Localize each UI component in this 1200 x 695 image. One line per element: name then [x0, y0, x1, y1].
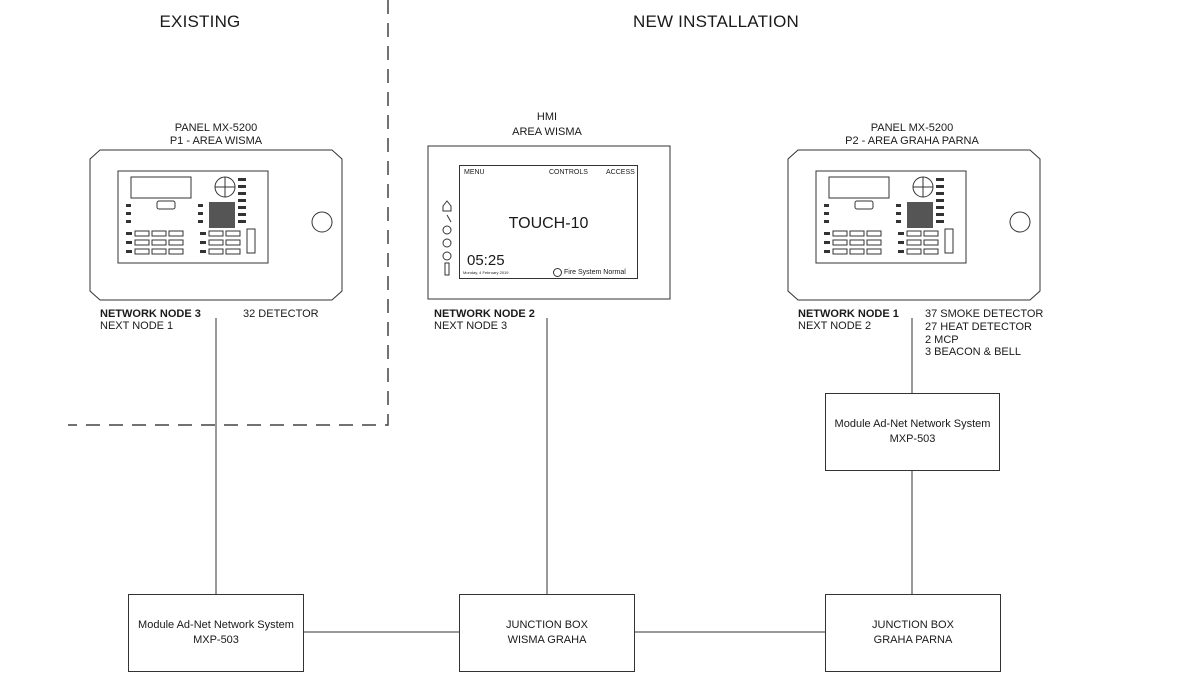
hmi-controls-label: CONTROLS [549, 169, 588, 176]
p2-device-1: 27 HEAT DETECTOR [925, 321, 1032, 333]
hmi-menu-label: MENU [464, 169, 485, 176]
p1-node-label: NETWORK NODE 3 [100, 308, 201, 320]
p2-device-2: 2 MCP [925, 334, 959, 346]
header-existing: EXISTING [159, 12, 241, 31]
hmi-access-label: ACCESS [606, 169, 635, 176]
panel-p2-title: PANEL MX-5200 [870, 122, 954, 134]
module-adnet-p2: Module Ad-Net Network System MXP-503 [825, 393, 1000, 471]
panel-p1-enclosure [89, 149, 343, 301]
p2-device-3: 3 BEACON & BELL [925, 346, 1021, 358]
junction-box-parna-line1: JUNCTION BOX [872, 619, 954, 631]
junction-box-wisma: JUNCTION BOX WISMA GRAHA [459, 594, 635, 672]
p1-next-node: NEXT NODE 1 [100, 320, 174, 332]
module-adnet-p2-line2: MXP-503 [889, 433, 936, 445]
p2-device-0: 37 SMOKE DETECTOR [925, 308, 1044, 320]
junction-box-wisma-line2: WISMA GRAHA [507, 634, 587, 646]
junction-box-wisma-line1: JUNCTION BOX [506, 619, 588, 631]
panel-p1-subtitle: P1 - AREA WISMA [169, 135, 263, 147]
module-adnet-p1: Module Ad-Net Network System MXP-503 [128, 594, 304, 672]
hmi-node-label: NETWORK NODE 2 [434, 308, 535, 320]
hmi-model-label: TOUCH-10 [508, 215, 589, 232]
hmi-status: Fire System Normal [564, 269, 626, 276]
module-adnet-p2-line1: Module Ad-Net Network System [834, 418, 991, 430]
hmi-touch-screen: MENU CONTROLS ACCESS TOUCH-10 05:25 Mond… [459, 165, 638, 279]
hmi-date: Monday, 4 February 2019 [463, 270, 509, 275]
panel-p1-title: PANEL MX-5200 [174, 122, 258, 134]
existing-area-boundary [68, 0, 389, 426]
module-adnet-p1-line2: MXP-503 [193, 634, 239, 646]
panel-p2-enclosure [787, 149, 1041, 301]
p2-node-label: NETWORK NODE 1 [798, 308, 899, 320]
p2-next-node: NEXT NODE 2 [798, 320, 872, 332]
junction-box-parna-line2: GRAHA PARNA [873, 634, 953, 646]
module-adnet-p1-line1: Module Ad-Net Network System [138, 619, 294, 631]
hmi-subtitle: AREA WISMA [512, 126, 582, 138]
junction-box-parna: JUNCTION BOX GRAHA PARNA [825, 594, 1001, 672]
status-indicator-icon [553, 268, 562, 277]
hmi-next-node: NEXT NODE 3 [434, 320, 508, 332]
hmi-title: HMI [536, 111, 558, 123]
p1-device-0: 32 DETECTOR [243, 308, 319, 320]
hmi-time: 05:25 [467, 252, 505, 269]
panel-p2-subtitle: P2 - AREA GRAHA PARNA [845, 135, 979, 147]
header-new-installation: NEW INSTALLATION [633, 12, 799, 31]
